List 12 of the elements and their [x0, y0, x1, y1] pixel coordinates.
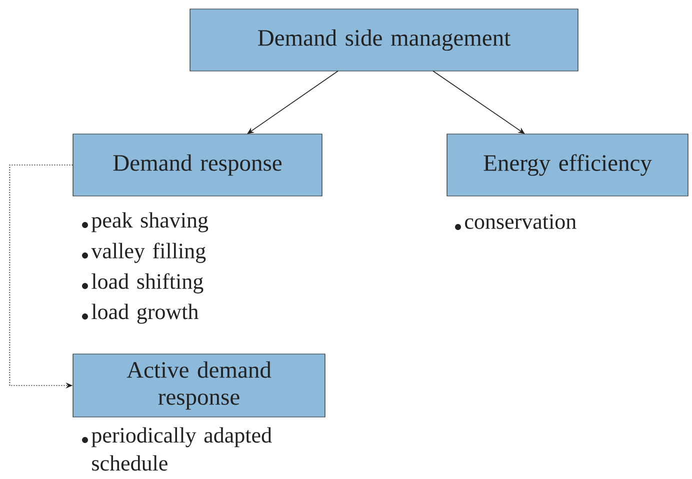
bullet-item: load shifting: [82, 273, 204, 294]
bullet-item: conservation: [455, 214, 576, 230]
bullet-item: load growth: [82, 304, 198, 324]
bullet-item: periodically adapted schedule: [82, 427, 272, 471]
arrow: [247, 70, 338, 134]
bullet-item: peak shaving: [82, 212, 208, 232]
arrow: [432, 70, 525, 134]
process-box: Active demand response: [72, 354, 326, 418]
process-box: Demand side management: [190, 8, 578, 72]
process-box: Demand response: [72, 134, 322, 196]
process-box: Energy efficiency: [446, 134, 688, 196]
bullet-item: valley filling: [82, 242, 206, 263]
